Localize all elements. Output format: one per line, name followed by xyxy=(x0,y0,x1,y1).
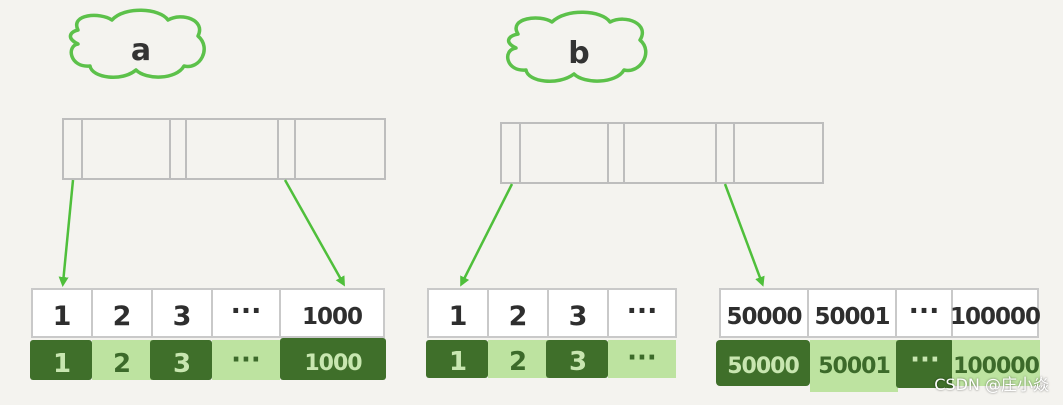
leaf-cell: 1000 xyxy=(302,304,362,330)
leaf-cell: ··· xyxy=(627,296,658,327)
leaf-cell: 3 xyxy=(173,301,192,332)
leaf-cell: 3 xyxy=(569,301,588,332)
tree-b-label: b xyxy=(568,36,589,71)
tree-a-leaf-row: 1 2 3 ··· 1000 1 2 3 ··· 1000 xyxy=(30,288,386,380)
watermark: CSDN @庄小焱 xyxy=(934,375,1049,394)
leaf-cell: 100000 xyxy=(950,304,1040,330)
cloud-a xyxy=(68,8,206,79)
leaf-cell: 50000 xyxy=(726,304,801,330)
hl-light xyxy=(92,340,152,380)
tree-a: a 1 2 3 ··· 1000 xyxy=(30,8,386,380)
tree-b-root-node xyxy=(500,122,824,184)
hl-cell: 1000 xyxy=(304,351,362,376)
hl-cell: 100000 xyxy=(953,354,1040,379)
hl-cell: 2 xyxy=(509,347,527,377)
leaf-cell: ··· xyxy=(909,296,940,327)
hl-light xyxy=(212,340,280,380)
hl-light xyxy=(810,340,898,392)
leaf-cell: 50001 xyxy=(814,304,889,330)
hl-light xyxy=(952,340,1040,386)
cloud-b xyxy=(506,10,648,83)
leaf-cell: ··· xyxy=(231,296,262,327)
tree-b-leaf-row-2: 50000 50001 ··· 100000 50000 50001 ··· 1… xyxy=(716,288,1041,392)
hl-cell: 3 xyxy=(569,347,587,377)
hl-cell: ··· xyxy=(231,345,261,375)
tree-a-arrow-right xyxy=(283,179,345,287)
hl-cell: ··· xyxy=(627,343,657,373)
hl-cell: 1 xyxy=(449,347,467,377)
leaf-cell: 1 xyxy=(53,301,72,332)
hl-dark xyxy=(896,340,954,388)
hl-dark xyxy=(716,340,810,386)
leaf-cell: 2 xyxy=(113,301,132,332)
hl-dark xyxy=(546,340,608,378)
tree-b-arrow-left xyxy=(460,183,514,287)
hl-cell: ··· xyxy=(910,345,940,375)
tree-b-leaf-row-1: 1 2 3 ··· 1 2 3 ··· xyxy=(426,288,677,378)
hl-cell: 50000 xyxy=(727,354,799,379)
hl-dark xyxy=(30,340,92,380)
tree-a-arrow-left xyxy=(58,179,75,287)
leaf-cell: 2 xyxy=(509,301,528,332)
hl-dark xyxy=(150,340,212,380)
leaf-cell: 1 xyxy=(449,301,468,332)
hl-cell: 2 xyxy=(113,349,131,379)
hl-cell: 3 xyxy=(173,349,191,379)
hl-cell: 1 xyxy=(53,349,71,379)
hl-dark xyxy=(280,338,386,380)
tree-b-arrow-right xyxy=(723,183,765,287)
hl-light xyxy=(488,340,548,378)
hl-light xyxy=(608,340,676,378)
tree-a-label: a xyxy=(131,33,151,68)
hl-cell: 50001 xyxy=(818,354,890,379)
tree-a-root-node xyxy=(62,118,386,180)
tree-b: b 1 2 3 ··· 1 xyxy=(426,10,1041,392)
hl-dark xyxy=(426,340,488,378)
